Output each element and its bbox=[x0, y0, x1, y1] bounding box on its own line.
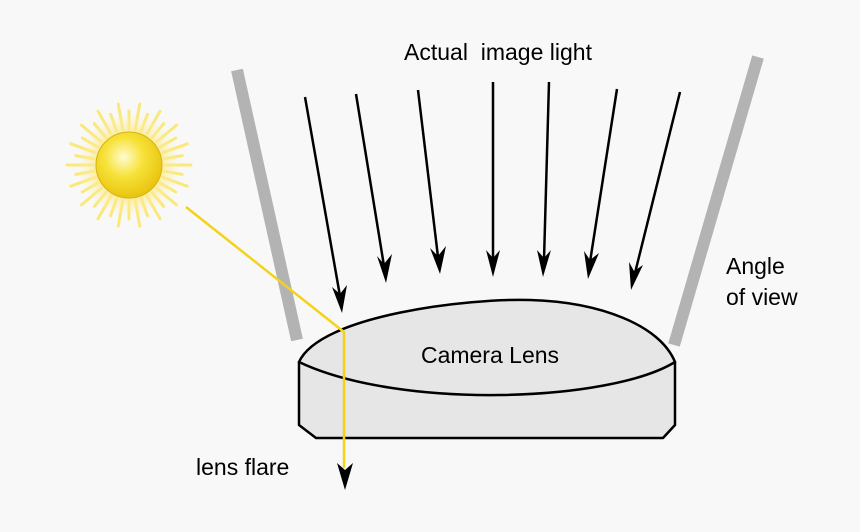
angle-of-view-bar-left bbox=[231, 68, 303, 342]
angle-of-view-label-line2: of view bbox=[726, 284, 798, 310]
image-light-arrow bbox=[416, 89, 440, 258]
image-light-arrow bbox=[633, 91, 682, 274]
lens-flare-arrowhead bbox=[337, 463, 353, 490]
image-light-arrow bbox=[354, 93, 386, 267]
lens-dome bbox=[297, 298, 677, 397]
image-light-arrowhead bbox=[430, 246, 446, 274]
lens-flare-ray bbox=[185, 206, 346, 468]
image-light-arrowhead bbox=[332, 285, 347, 313]
camera-lens-label: Camera Lens bbox=[421, 342, 559, 368]
image-light-arrow bbox=[303, 96, 342, 297]
angle-of-view-bar-right bbox=[668, 55, 764, 347]
image-light-arrowhead bbox=[584, 251, 599, 279]
image-light-label: Actual image light bbox=[404, 39, 593, 65]
lens-flare-label: lens flare bbox=[196, 454, 289, 480]
camera-lens bbox=[297, 298, 677, 440]
image-light-arrowhead bbox=[486, 250, 500, 277]
image-light-arrowhead bbox=[629, 262, 643, 290]
image-light-arrow bbox=[542, 81, 551, 261]
image-light-arrowhead bbox=[377, 254, 392, 283]
angle-of-view-label-line1: Angle bbox=[726, 253, 785, 279]
image-light-arrows bbox=[303, 81, 682, 313]
sun-core bbox=[95, 131, 163, 199]
image-light-arrowhead bbox=[537, 250, 551, 277]
image-light-arrow bbox=[588, 88, 619, 263]
sun-icon bbox=[65, 102, 193, 228]
